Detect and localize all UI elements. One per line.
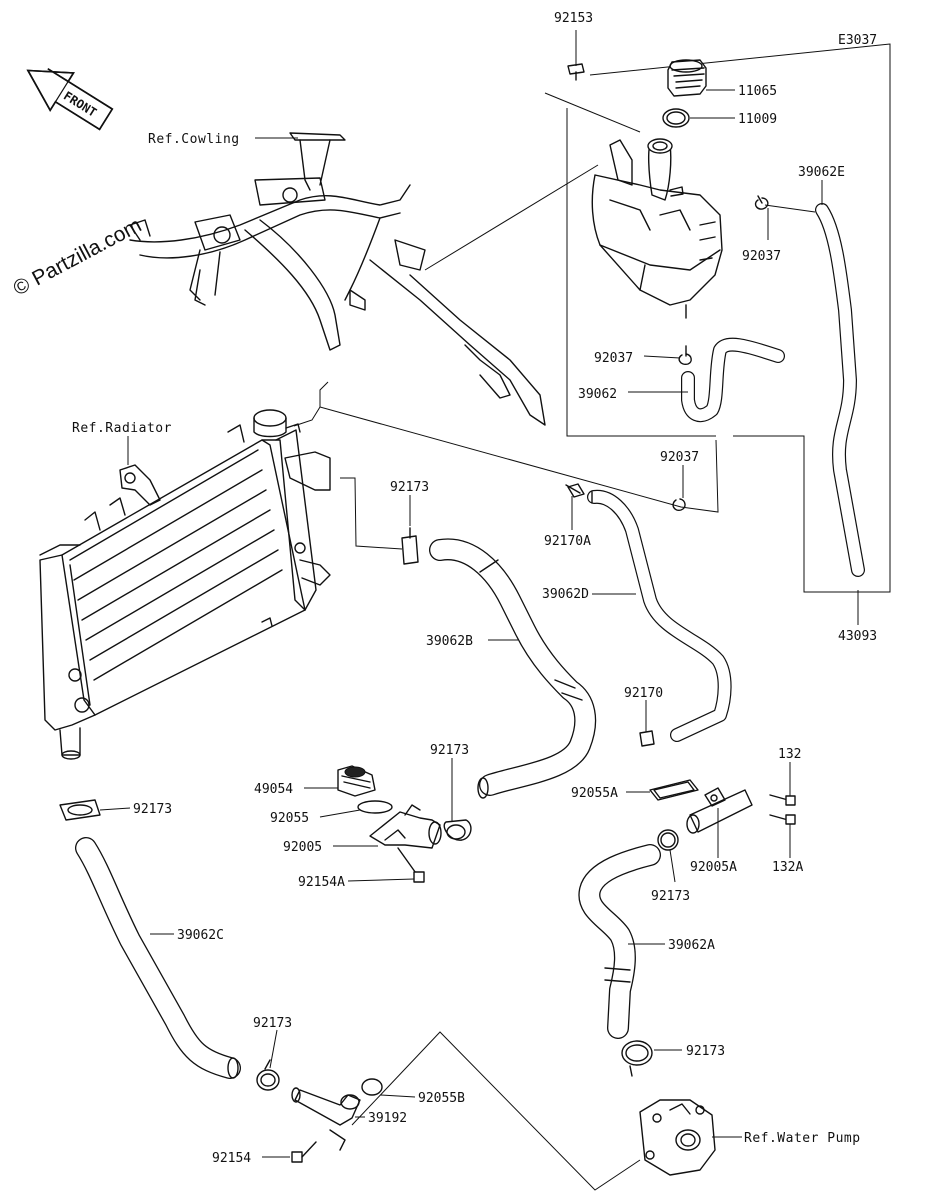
clamp-92173-top [401, 527, 419, 565]
cowling-bracket [129, 132, 546, 426]
thermostat-housing-92005 [369, 804, 442, 849]
label-92037-low: 92037 [660, 450, 699, 465]
radiator [39, 409, 331, 760]
bolt-132A [769, 814, 796, 825]
diagram-code: E3037 [838, 33, 877, 48]
label-92037-mid: 92037 [594, 351, 633, 366]
label-39062D: 39062D [542, 587, 589, 602]
label-92173-mid: 92173 [430, 743, 469, 758]
clamp-92037-low [672, 498, 686, 512]
label-92173-left: 92173 [133, 802, 172, 817]
label-92170: 92170 [624, 686, 663, 701]
hose-39062D [587, 489, 732, 742]
fitting-39192 [291, 1087, 361, 1151]
reservoir-frame [293, 43, 891, 593]
bolt-92154A [397, 847, 425, 883]
connector-line [764, 204, 816, 213]
water-pump [639, 1099, 716, 1176]
cap-11065 [667, 59, 707, 97]
ref-radiator-label: Ref.Radiator [72, 421, 172, 436]
label-92055A: 92055A [571, 786, 618, 801]
oring-11009-inner [666, 111, 686, 125]
oring-92055B [361, 1078, 383, 1096]
label-92005: 92005 [283, 840, 322, 855]
label-39192: 39192 [368, 1111, 407, 1126]
label-92037-top: 92037 [742, 249, 781, 264]
clamp-92170 [639, 730, 655, 747]
hose-39062E [815, 203, 865, 577]
label-11065: 11065 [738, 84, 777, 99]
label-92173-br: 92173 [686, 1044, 725, 1059]
label-92154A: 92154A [298, 875, 345, 890]
hose-39062C [75, 837, 241, 1079]
gasket-92055A [649, 779, 699, 801]
bolt-132 [769, 794, 796, 806]
bolt-92154 [291, 1141, 317, 1163]
hose-39062A [578, 844, 661, 1039]
connector-line [340, 477, 403, 550]
clamp-92173-br [621, 1040, 653, 1077]
label-11009: 11009 [738, 112, 777, 127]
label-92170A: 92170A [544, 534, 591, 549]
label-92005A: 92005A [690, 860, 737, 875]
label-92055B: 92055B [418, 1091, 465, 1106]
label-49054: 49054 [254, 782, 293, 797]
pipe-92005A [686, 787, 753, 834]
label-92173-bl: 92173 [253, 1016, 292, 1031]
connector-line [351, 1031, 641, 1191]
watermark-text: © Partzilla.com [10, 214, 146, 301]
label-92055: 92055 [270, 811, 309, 826]
leader-lines [99, 30, 859, 1158]
clamp-92037-top [754, 195, 769, 210]
reservoir-tank [591, 138, 723, 319]
clamp-92037-mid [678, 345, 692, 366]
label-92153: 92153 [554, 11, 593, 26]
label-132A: 132A [772, 860, 803, 875]
oring-92055 [357, 800, 393, 814]
thermostat-49054 [337, 765, 376, 797]
oring-11009 [662, 108, 690, 128]
front-arrow-icon: FRONT [26, 68, 114, 131]
label-92154: 92154 [212, 1151, 251, 1166]
hose-39062B [429, 538, 597, 799]
label-92173-pipe: 92173 [651, 889, 690, 904]
label-92173-top: 92173 [390, 480, 429, 495]
ref-water-pump-label: Ref.Water Pump [744, 1131, 861, 1146]
label-39062E: 39062E [798, 165, 845, 180]
label-39062: 39062 [578, 387, 617, 402]
clamp-92170A [565, 483, 585, 498]
label-43093: 43093 [838, 629, 877, 644]
label-39062C: 39062C [177, 928, 224, 943]
clamp-92173-pipe [657, 829, 679, 851]
clamp-92173-left [59, 799, 101, 821]
label-39062B: 39062B [426, 634, 473, 649]
part-labels: Ref.Cowling Ref.Radiator Ref.Water Pump … [72, 11, 877, 1166]
bolt-92153 [567, 63, 585, 81]
ref-cowling-label: Ref.Cowling [148, 132, 240, 147]
clamp-92173-mid [443, 819, 472, 841]
hose-39062 [681, 337, 785, 423]
label-132: 132 [778, 747, 801, 762]
clamp-92173-bl [256, 1059, 280, 1091]
watermark-logo: © Partzilla.com [10, 214, 146, 301]
label-39062A: 39062A [668, 938, 715, 953]
